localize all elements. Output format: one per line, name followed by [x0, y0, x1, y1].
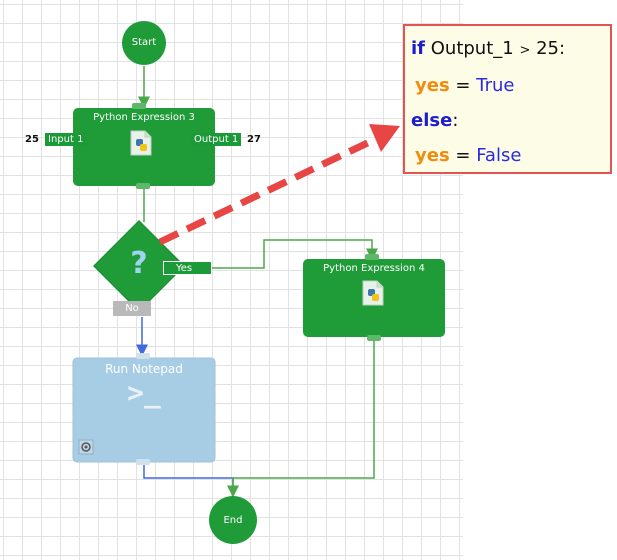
- code-true-value: True: [476, 75, 515, 96]
- end-label: End: [223, 515, 243, 526]
- python-file-icon: [130, 130, 152, 156]
- code-callout: if Output_1 > 25: yes = True else: yes =…: [403, 24, 612, 174]
- question-icon: ?: [130, 246, 148, 281]
- terminal-icon: >_: [127, 376, 161, 409]
- connector-expr4-to-end[interactable]: [227, 340, 375, 498]
- run-notepad-title: Run Notepad: [105, 362, 183, 376]
- connector-notepad-to-end[interactable]: [143, 462, 234, 492]
- code-line-4: yes = False: [411, 138, 604, 173]
- yes-branch-label[interactable]: Yes: [163, 261, 212, 275]
- callout-arrow: [158, 124, 400, 246]
- gear-icon[interactable]: [78, 439, 94, 455]
- output-1-port[interactable]: Output 1: [191, 133, 242, 146]
- code-gt-operator: >: [519, 43, 531, 58]
- code-if-keyword: if: [411, 38, 426, 59]
- end-node[interactable]: [209, 496, 257, 544]
- code-yes-var: yes: [415, 145, 450, 166]
- connector-yes-to-expr4[interactable]: [212, 239, 378, 269]
- input-1-port[interactable]: Input 1: [45, 133, 87, 146]
- code-assign: =: [455, 145, 471, 166]
- code-line-1: if Output_1 > 25:: [411, 31, 604, 68]
- code-output-var: Output_1: [430, 38, 514, 59]
- start-node[interactable]: [122, 21, 166, 65]
- code-else-keyword: else: [411, 110, 453, 131]
- start-label: Start: [131, 37, 157, 48]
- code-else-colon: :: [452, 110, 459, 131]
- code-yes-var: yes: [415, 75, 450, 96]
- input-1-value: 25: [25, 134, 39, 145]
- python-expression-4-title: Python Expression 4: [323, 263, 425, 274]
- python-file-icon: [362, 280, 384, 306]
- code-assign: =: [455, 75, 471, 96]
- run-notepad-node[interactable]: [72, 353, 216, 465]
- no-branch-label[interactable]: No: [113, 301, 151, 316]
- python-expression-3-title: Python Expression 3: [93, 112, 195, 123]
- code-false-value: False: [476, 145, 522, 166]
- code-threshold: 25:: [536, 38, 566, 59]
- code-line-2: yes = True: [411, 68, 604, 103]
- code-line-3: else:: [411, 103, 604, 138]
- output-1-value: 27: [247, 134, 261, 145]
